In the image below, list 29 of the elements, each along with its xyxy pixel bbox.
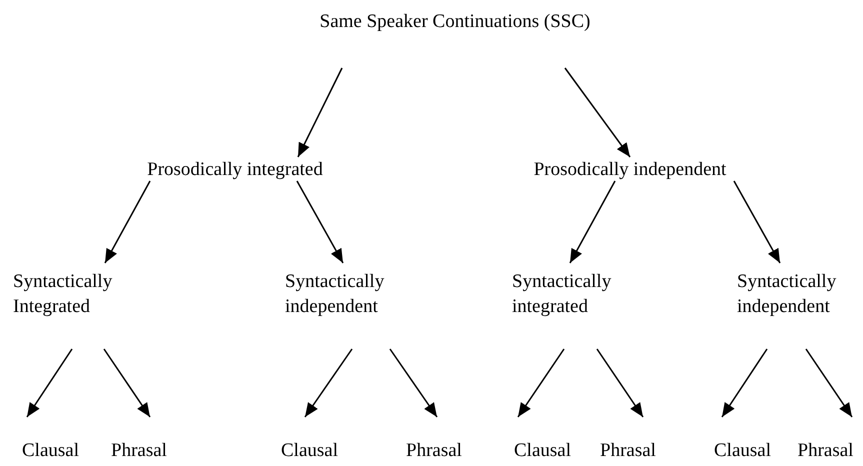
node-label: Syntactically independent xyxy=(737,270,838,319)
arrow xyxy=(26,348,73,418)
node-label: Phrasal xyxy=(406,439,462,463)
arrow xyxy=(296,180,344,264)
arrow xyxy=(104,180,151,264)
arrow xyxy=(297,68,343,158)
node-label: Phrasal xyxy=(798,439,854,463)
node-label: Clausal xyxy=(22,439,79,463)
node-label: Syntactically independent xyxy=(285,270,386,319)
arrow xyxy=(721,348,768,418)
node-label: Phrasal xyxy=(111,439,167,463)
arrow xyxy=(564,68,631,158)
arrow xyxy=(569,180,616,264)
node-label: Clausal xyxy=(514,439,571,463)
node-label: Same Speaker Continuations (SSC) xyxy=(320,10,590,34)
node-label: Prosodically integrated xyxy=(147,158,323,182)
arrow xyxy=(103,348,151,418)
arrow xyxy=(304,348,353,418)
arrow xyxy=(517,348,565,418)
node-label: Prosodically independent xyxy=(534,158,726,182)
node-label: Syntactically integrated xyxy=(512,270,612,319)
arrow xyxy=(389,348,438,418)
arrow xyxy=(733,180,781,264)
node-label: Clausal xyxy=(281,439,338,463)
node-label: Clausal xyxy=(714,439,771,463)
node-label: Syntactically Integrated xyxy=(13,270,114,319)
arrow xyxy=(596,348,644,418)
node-label: Phrasal xyxy=(600,439,656,463)
arrow xyxy=(805,348,853,418)
